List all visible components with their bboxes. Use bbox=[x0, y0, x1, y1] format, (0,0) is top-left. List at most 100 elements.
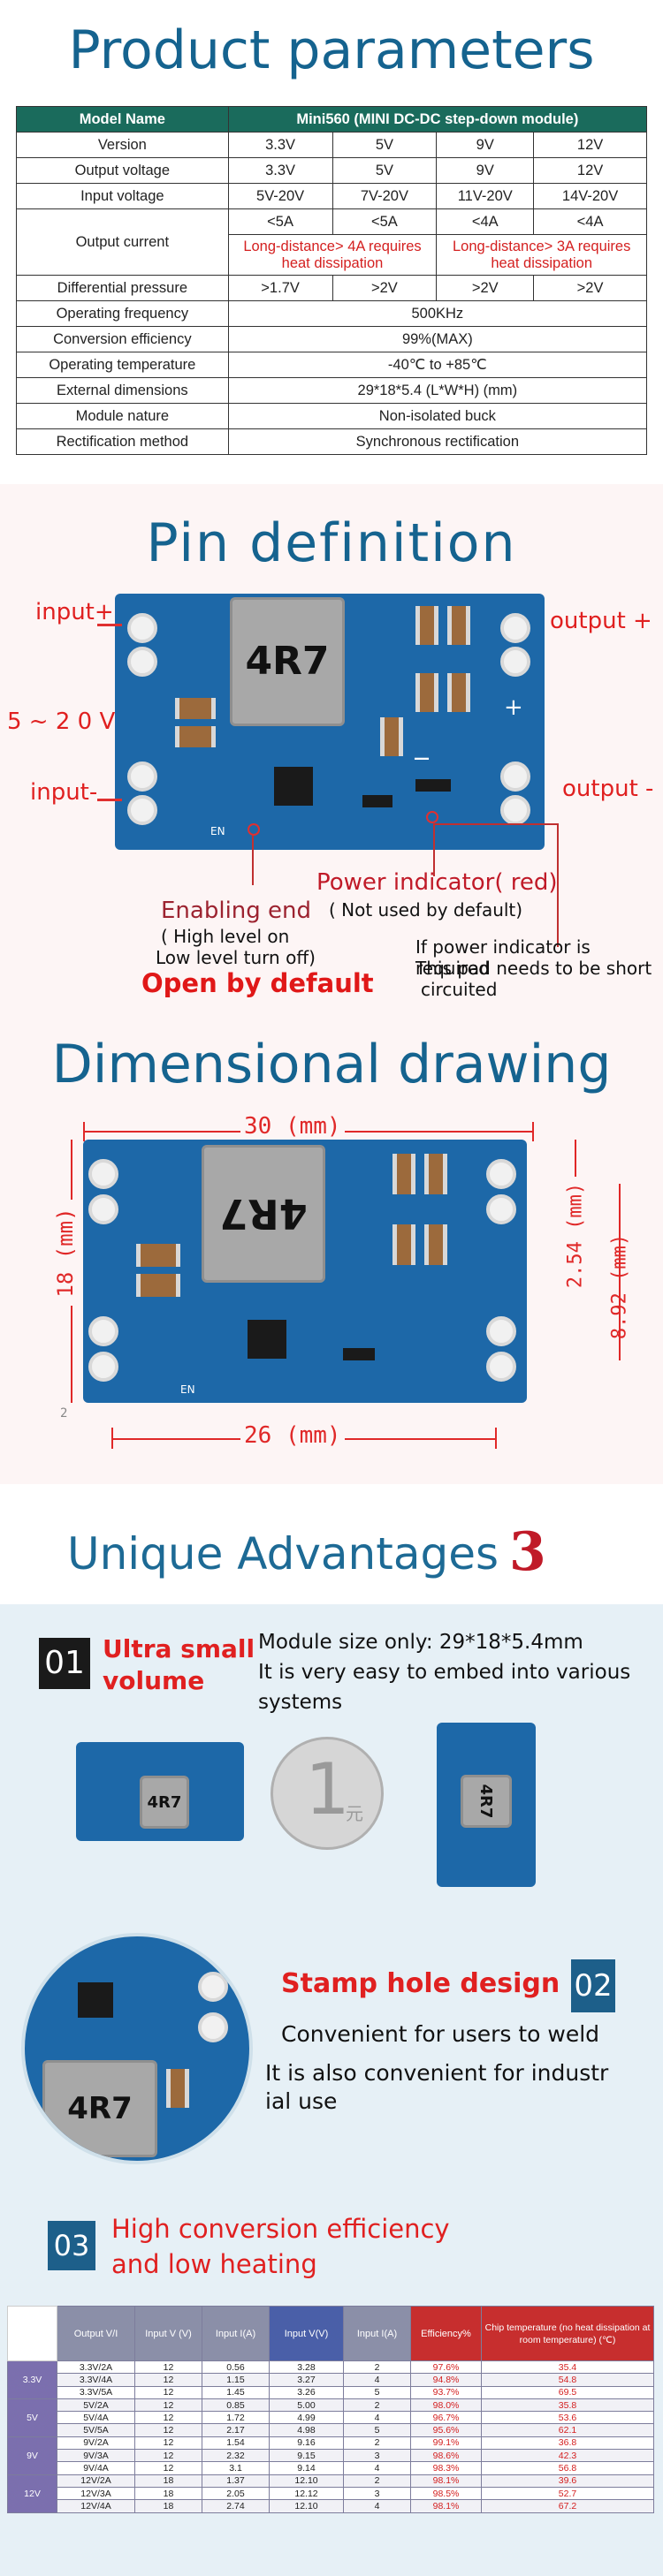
not-used-text: ( Not used by default) bbox=[329, 899, 523, 921]
table-cell: 7V-20V bbox=[332, 183, 438, 209]
advantages-detail-section: 01 Ultra small volume Module size only: … bbox=[0, 1604, 663, 2576]
row-label: Conversion efficiency bbox=[16, 326, 229, 352]
table-cell: 36.8 bbox=[481, 2436, 654, 2451]
table-cell: 3 bbox=[343, 2449, 411, 2463]
table-row: Conversion efficiency 99%(MAX) bbox=[16, 326, 648, 352]
table-cell: 12.10 bbox=[269, 2499, 344, 2513]
table-cell: 39.6 bbox=[481, 2474, 654, 2488]
enable-pad-marker bbox=[248, 823, 260, 836]
table-cell: 18 bbox=[134, 2486, 202, 2501]
header-cell-model: Mini560 (MINI DC-DC step-down module) bbox=[227, 106, 648, 133]
hole-offset-line bbox=[575, 1140, 576, 1177]
table-cell: >1.7V bbox=[227, 275, 333, 301]
resistor bbox=[415, 779, 451, 792]
table-cell: 2 bbox=[343, 2398, 411, 2413]
inductor-4r7: 4R7 bbox=[42, 2060, 157, 2157]
table-cell: 11V-20V bbox=[436, 183, 535, 209]
inductor-4r7: 4R7 bbox=[140, 1776, 189, 1829]
power-indicator-label: Power indicator( red) bbox=[316, 869, 558, 896]
advantages-number: 3 bbox=[509, 1521, 546, 1583]
table-cell: Non-isolated buck bbox=[227, 403, 648, 429]
advantage-2-text-1: Convenient for users to weld bbox=[281, 2021, 600, 2047]
table-row: Output voltage 3.3V 5V 9V 12V bbox=[16, 157, 647, 184]
table-cell: 0.56 bbox=[202, 2360, 270, 2375]
capacitor bbox=[166, 2069, 189, 2108]
dim-tick bbox=[111, 1428, 113, 1449]
table-cell: 3.3V bbox=[227, 132, 333, 158]
capacitor bbox=[424, 1224, 447, 1265]
advantage-2-text-2: It is also convenient for industr bbox=[265, 2060, 609, 2086]
pad-hole bbox=[500, 613, 530, 643]
row-label: Differential pressure bbox=[16, 275, 229, 301]
voltage-range-label: 5 ~ 2 0 V bbox=[7, 708, 116, 735]
resistor bbox=[343, 1348, 375, 1360]
pad-hole bbox=[127, 647, 157, 677]
table-cell: 3 bbox=[343, 2486, 411, 2501]
table-cell: 1.45 bbox=[202, 2385, 270, 2399]
table-cell: 3.27 bbox=[269, 2373, 344, 2387]
width-bottom-label: 26 (mm) bbox=[240, 1422, 345, 1449]
parameters-table: Model Name Mini560 (MINI DC-DC step-down… bbox=[16, 106, 648, 455]
output-plus-label: output + bbox=[550, 608, 652, 634]
table-cell: 12 bbox=[134, 2461, 202, 2475]
table-cell: 12 bbox=[134, 2398, 202, 2413]
group-label: 12V bbox=[7, 2474, 57, 2513]
heat-note-left: Long-distance> 4A requires heat dissipat… bbox=[227, 234, 438, 276]
pin-definition-section: Pin definition 4R7 EN — + input+ 5 ~ 2 0… bbox=[0, 484, 663, 1011]
short-note-2: This pad needs to be short bbox=[415, 958, 652, 979]
dim-tick bbox=[83, 1122, 85, 1141]
table-cell: 5V/2A bbox=[57, 2398, 135, 2413]
controller-chip bbox=[274, 767, 313, 806]
advantage-1-title-line2: volume bbox=[103, 1666, 205, 1695]
table-cell: 98.6% bbox=[410, 2449, 482, 2463]
capacitor bbox=[175, 698, 216, 719]
table-row: Operating temperature -40℃ to +85℃ bbox=[16, 352, 648, 378]
table-cell: 93.7% bbox=[410, 2385, 482, 2399]
table-cell: 35.8 bbox=[481, 2398, 654, 2413]
header-chip-temperature: Chip temperature (no heat dissipation at… bbox=[481, 2306, 654, 2361]
capacitor bbox=[380, 717, 403, 756]
table-header-row: Model Name Mini560 (MINI DC-DC step-down… bbox=[16, 106, 648, 133]
table-cell: 98.1% bbox=[410, 2474, 482, 2488]
group-label: 3.3V bbox=[7, 2360, 57, 2399]
header-output: Output V/I bbox=[57, 2306, 135, 2361]
advantage-2-text-3: ial use bbox=[265, 2088, 338, 2114]
pad-hole bbox=[500, 647, 530, 677]
capacitor bbox=[175, 726, 216, 747]
table-cell: 5 bbox=[343, 2385, 411, 2399]
table-cell: >2V bbox=[533, 275, 647, 301]
table-cell: 4 bbox=[343, 2499, 411, 2513]
table-cell: 12.12 bbox=[269, 2486, 344, 2501]
table-cell: 5 bbox=[343, 2423, 411, 2437]
row-label: Operating temperature bbox=[16, 352, 229, 378]
table-cell: 12V/4A bbox=[57, 2499, 135, 2513]
table-cell: 2 bbox=[343, 2474, 411, 2488]
table-cell: 2 bbox=[343, 2360, 411, 2375]
table-cell: 3.1 bbox=[202, 2461, 270, 2475]
table-cell: 62.1 bbox=[481, 2423, 654, 2437]
header-efficiency: Efficiency% bbox=[410, 2306, 482, 2361]
en-silkscreen: EN bbox=[180, 1383, 195, 1396]
pad-hole bbox=[127, 613, 157, 643]
inductor-4r7: 4R7 bbox=[202, 1145, 325, 1283]
table-cell: 9V/4A bbox=[57, 2461, 135, 2475]
dimensional-drawing-title: Dimensional drawing bbox=[51, 1034, 612, 1095]
table-cell: 4.99 bbox=[269, 2411, 344, 2425]
module-board: 4R7 EN — + bbox=[115, 594, 545, 850]
coin-character: 元 bbox=[346, 1803, 363, 1824]
table-cell: 9V bbox=[436, 157, 535, 184]
module-photo-vertical: 4R7 bbox=[437, 1723, 536, 1887]
table-cell: >2V bbox=[436, 275, 535, 301]
table-cell: >2V bbox=[332, 275, 438, 301]
pad-hole bbox=[500, 761, 530, 792]
table-cell: 5V/4A bbox=[57, 2411, 135, 2425]
pad-hole bbox=[88, 1352, 118, 1382]
led-callout-line-h bbox=[435, 823, 559, 825]
minus-silkscreen: — bbox=[414, 749, 430, 768]
